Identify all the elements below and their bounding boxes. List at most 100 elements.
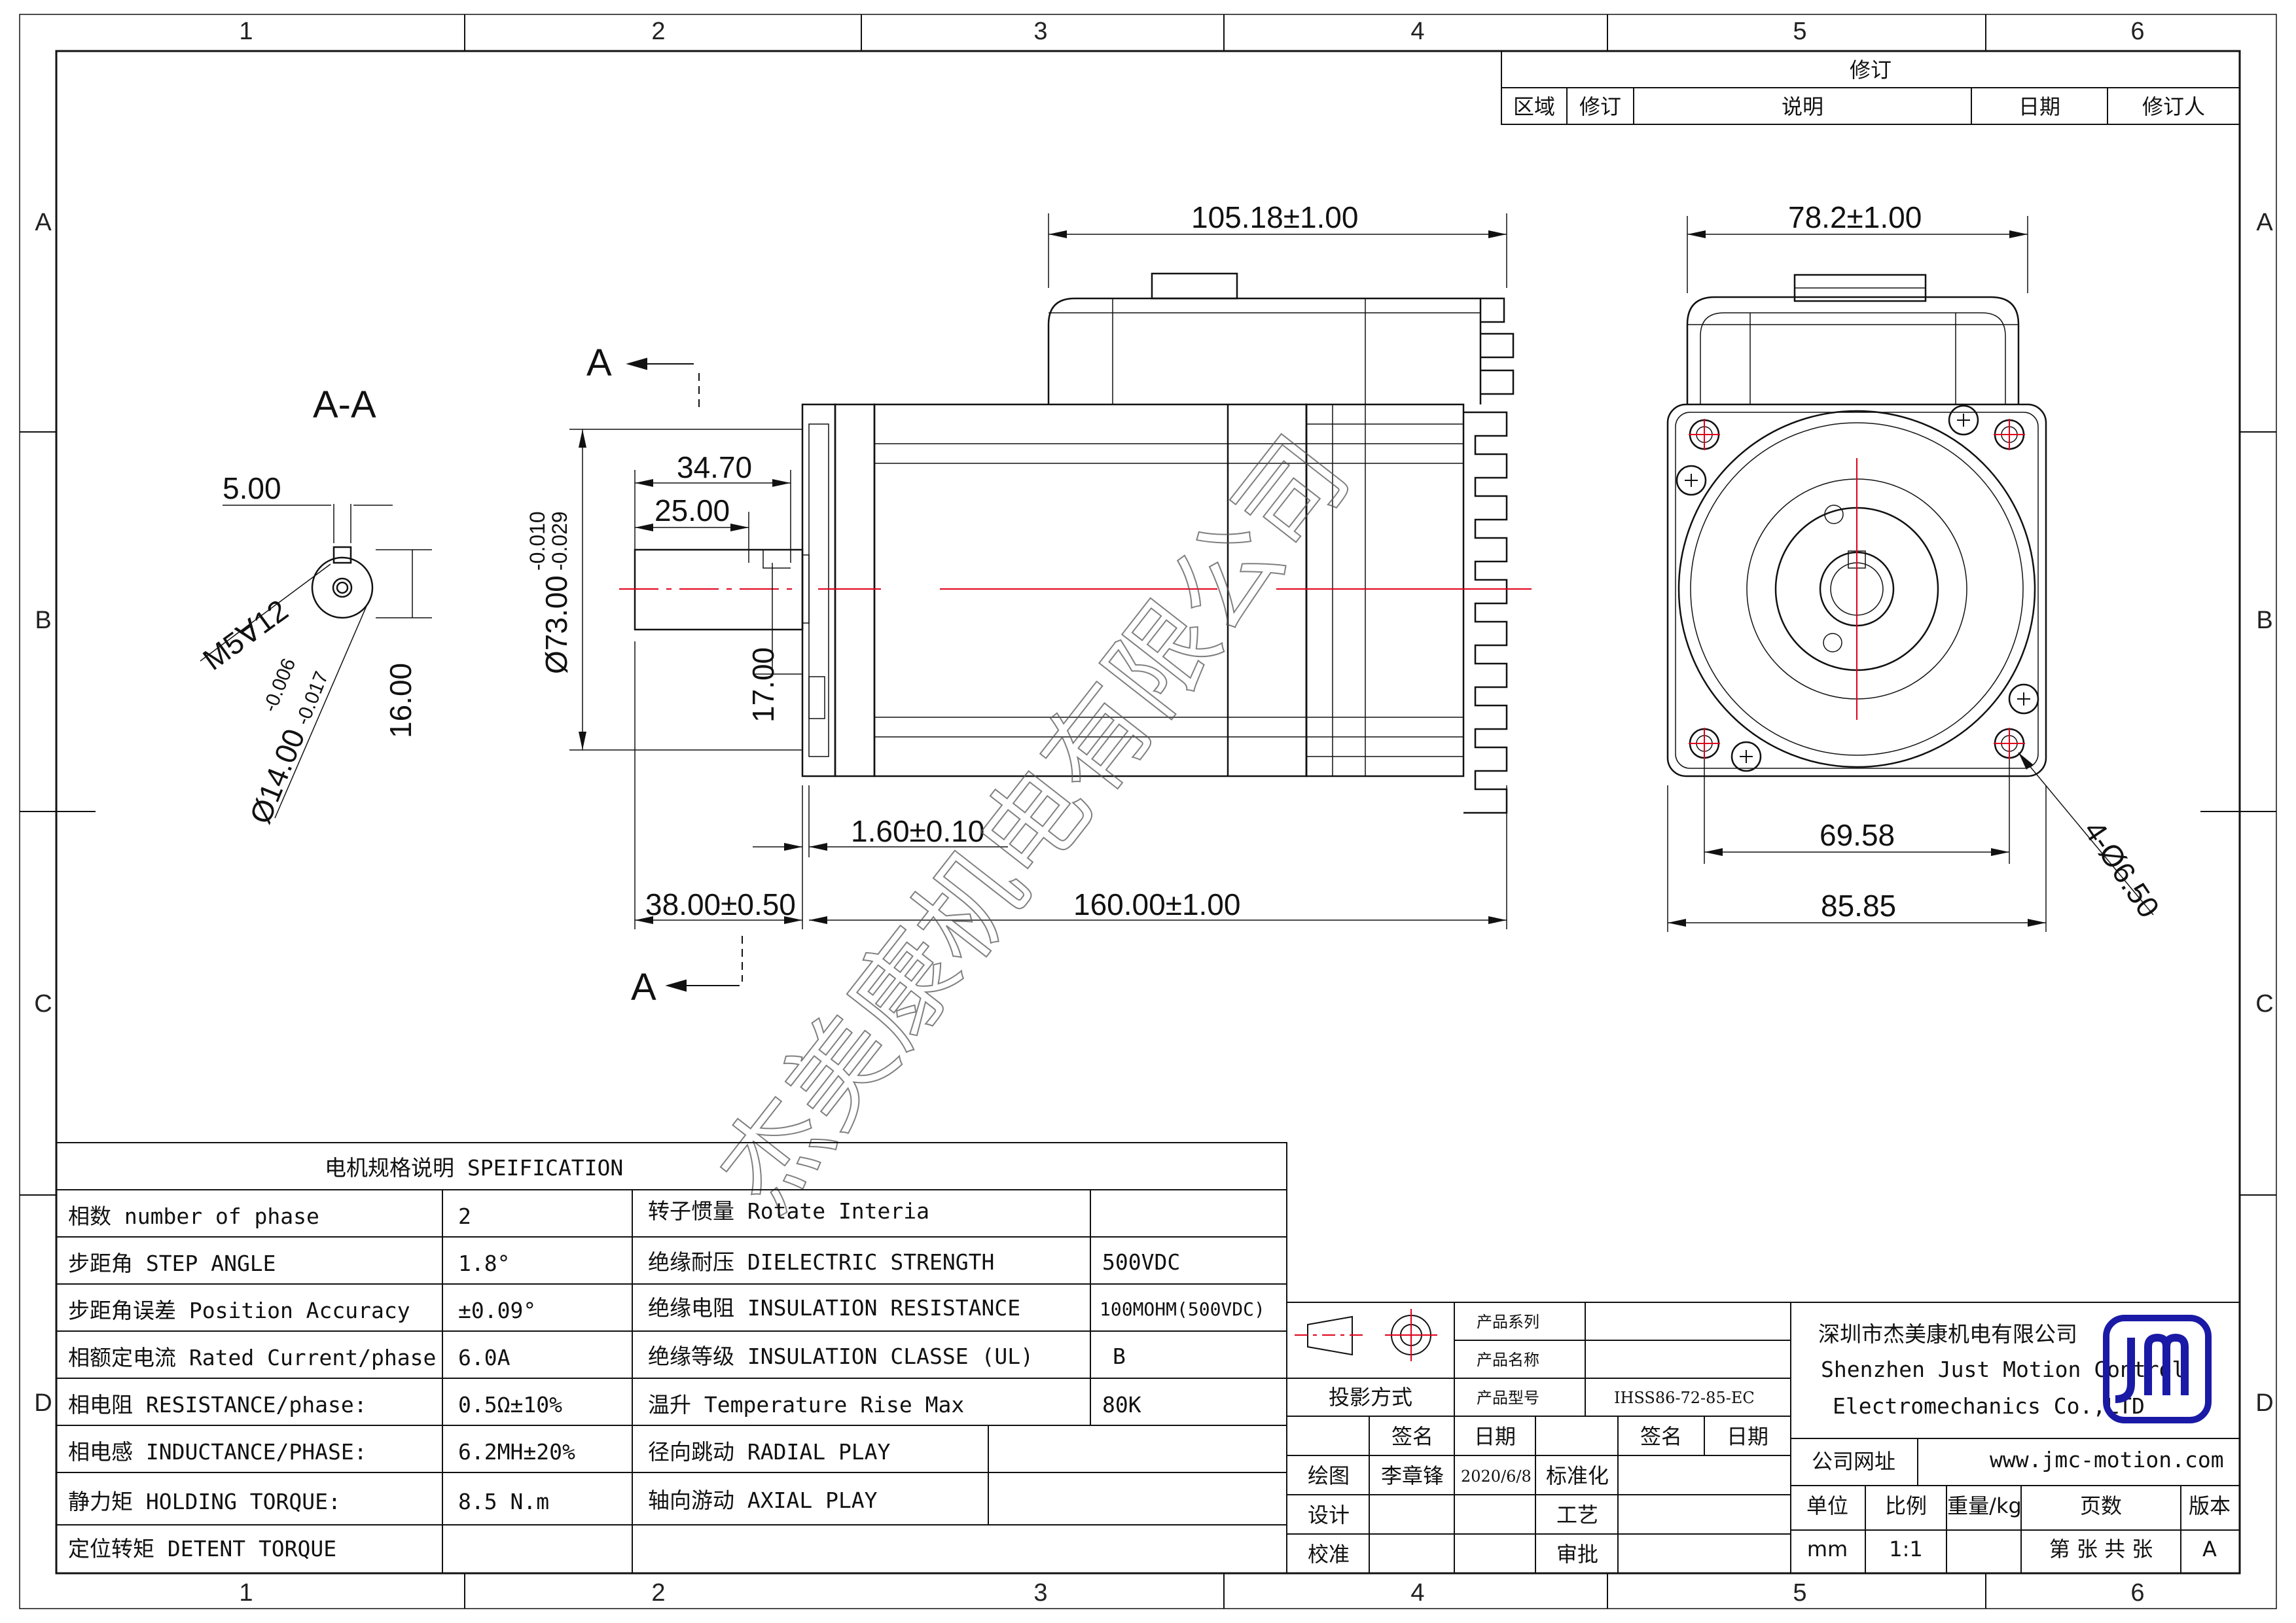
revision-header: 日期: [2018, 94, 2060, 119]
row-label: C: [2255, 990, 2273, 1018]
pages-value: 第 张 共 张: [2049, 1537, 2153, 1561]
drawn-by: 李章锋: [1381, 1463, 1444, 1488]
end-center-lines: [1689, 419, 2025, 759]
product-series-label: 产品系列: [1477, 1313, 1539, 1331]
dim-end-driver-width: 78.2±1.00: [1788, 200, 1922, 234]
unit-label: 单位: [1806, 1493, 1848, 1518]
dim-key-height: 16.00: [384, 663, 418, 738]
dim-shaft-tol-upper: -0.006: [259, 655, 300, 715]
dim-shaft-diameter: Ø14.00: [243, 724, 312, 828]
dim-body-length: 160.00±1.00: [1073, 887, 1240, 921]
spec-label: 绝缘等级 INSULATION CLASSE (UL): [648, 1344, 1033, 1369]
dim-hole-callout: 4-Ø6.50: [2077, 815, 2166, 924]
row-label: D: [34, 1389, 52, 1417]
row-label: A: [35, 209, 52, 236]
sign-header: 签名: [1640, 1424, 1682, 1449]
product-name-label: 产品名称: [1477, 1351, 1539, 1369]
side-view: A A: [526, 200, 1532, 1008]
column-label: 6: [2130, 18, 2144, 45]
revision-header: 说明: [1782, 94, 1823, 119]
dim-flange-thickness: 1.60±0.10: [851, 814, 984, 848]
column-label: 3: [1033, 1579, 1047, 1607]
version-value: A: [2202, 1537, 2217, 1561]
approve-label: 审批: [1556, 1542, 1598, 1567]
section-title: A-A: [313, 383, 376, 426]
spec-value: 80K: [1102, 1392, 1141, 1418]
spec-label: 相额定电流 Rated Current/phase: [68, 1345, 436, 1370]
drawn-date: 2020/6/8: [1461, 1467, 1532, 1486]
row-label: C: [34, 990, 52, 1018]
revision-title: 修订: [1850, 58, 1892, 82]
spec-value: ±0.09°: [458, 1298, 536, 1323]
dim-pilot-diameter: Ø73.00: [539, 575, 573, 674]
column-label: 4: [1410, 1579, 1424, 1607]
website: www.jmc-motion.com: [1990, 1447, 2224, 1472]
standard-label: 标准化: [1546, 1463, 1609, 1488]
column-label: 2: [651, 18, 665, 45]
section-view-a-a: A-A 5.00 M5∀12 Ø14.00 -0.006 -0.017 16.0…: [196, 383, 432, 829]
website-label: 公司网址: [1812, 1449, 1895, 1474]
process-label: 工艺: [1556, 1503, 1598, 1527]
spec-label: 相电阻 RESISTANCE/phase:: [68, 1392, 367, 1418]
spec-value: 0.5Ω±10%: [458, 1392, 562, 1418]
dim-pilot-tol-upper: -0.010: [526, 511, 549, 571]
row-label: A: [2256, 209, 2273, 236]
drawn-label: 绘图: [1308, 1463, 1350, 1488]
company-logo: [2106, 1318, 2208, 1420]
scale-label: 比例: [1885, 1493, 1927, 1518]
column-label: 4: [1410, 18, 1424, 45]
projection-label: 投影方式: [1329, 1385, 1412, 1410]
dim-shaft-length: 38.00±0.50: [645, 887, 796, 921]
spec-value: B: [1113, 1344, 1126, 1369]
date-header: 日期: [1474, 1424, 1516, 1449]
spec-value: 2: [458, 1204, 471, 1229]
dim-driver-length: 105.18±1.00: [1191, 200, 1358, 234]
unit-value: mm: [1807, 1537, 1848, 1561]
dim-pilot-tol-lower: -0.029: [548, 511, 571, 571]
company-name-cn: 深圳市杰美康机电有限公司: [1818, 1321, 2077, 1347]
spec-label: 步距角误差 Position Accuracy: [68, 1298, 410, 1323]
revision-header: 修订: [1579, 94, 1621, 119]
product-model-label: 产品型号: [1477, 1389, 1539, 1407]
column-label: 6: [2130, 1579, 2144, 1607]
dim-shaft-height: 17.00: [746, 647, 780, 722]
spec-label: 定位转矩 DETENT TORQUE: [68, 1536, 336, 1561]
product-model: IHSS86-72-85-EC: [1614, 1389, 1755, 1407]
row-label: B: [2256, 607, 2272, 634]
dim-key-width: 5.00: [223, 471, 281, 505]
watermark: 杰美康机电有限公司: [696, 415, 1372, 1233]
column-label: 1: [239, 18, 253, 45]
spec-value: 1.8°: [458, 1251, 510, 1276]
spec-label: 静力矩 HOLDING TORQUE:: [68, 1489, 341, 1514]
column-label: 5: [1793, 1579, 1806, 1607]
section-marker-top: A: [586, 342, 612, 384]
column-label: 2: [651, 1579, 665, 1607]
date-header: 日期: [1727, 1424, 1768, 1449]
row-label: B: [35, 607, 51, 634]
dim-bolt-spacing: 69.58: [1820, 818, 1895, 852]
spec-label: 相数 number of phase: [68, 1204, 319, 1229]
column-label: 3: [1033, 18, 1047, 45]
spec-table: 电机规格说明 SPEIFICATION 相数 number of phase 2…: [56, 1143, 1287, 1573]
design-label: 设计: [1308, 1503, 1350, 1527]
spec-value: 6.2MH±20%: [458, 1439, 575, 1465]
dim-key-length: 34.70: [677, 450, 752, 484]
revision-header: 修订人: [2142, 94, 2205, 119]
scale-value: 1:1: [1889, 1537, 1923, 1561]
spec-title: 电机规格说明 SPEIFICATION: [325, 1155, 623, 1181]
spec-label: 绝缘电阻 INSULATION RESISTANCE: [648, 1295, 1020, 1321]
spec-label: 温升 Temperature Rise Max: [648, 1392, 964, 1418]
company-name-en-1: Shenzhen Just Motion Control: [1821, 1357, 2185, 1382]
column-label: 1: [239, 1579, 253, 1607]
spec-label: 转子惯量 Rotate Interia: [648, 1198, 929, 1224]
version-label: 版本: [2189, 1493, 2231, 1518]
spec-value: 100MOHM(500VDC): [1100, 1298, 1265, 1320]
end-view: 78.2±1.00 69.58 85.85 4-Ø6.50: [1668, 200, 2166, 932]
spec-label: 轴向游动 AXIAL PLAY: [648, 1488, 878, 1513]
revision-header: 区域: [1513, 94, 1555, 119]
spec-label: 绝缘耐压 DIELECTRIC STRENGTH: [648, 1249, 994, 1275]
company-name-en-2: Electromechanics Co.,LTD: [1833, 1393, 2145, 1419]
sign-header: 签名: [1391, 1424, 1433, 1449]
dim-key-length-inner: 25.00: [655, 493, 730, 527]
